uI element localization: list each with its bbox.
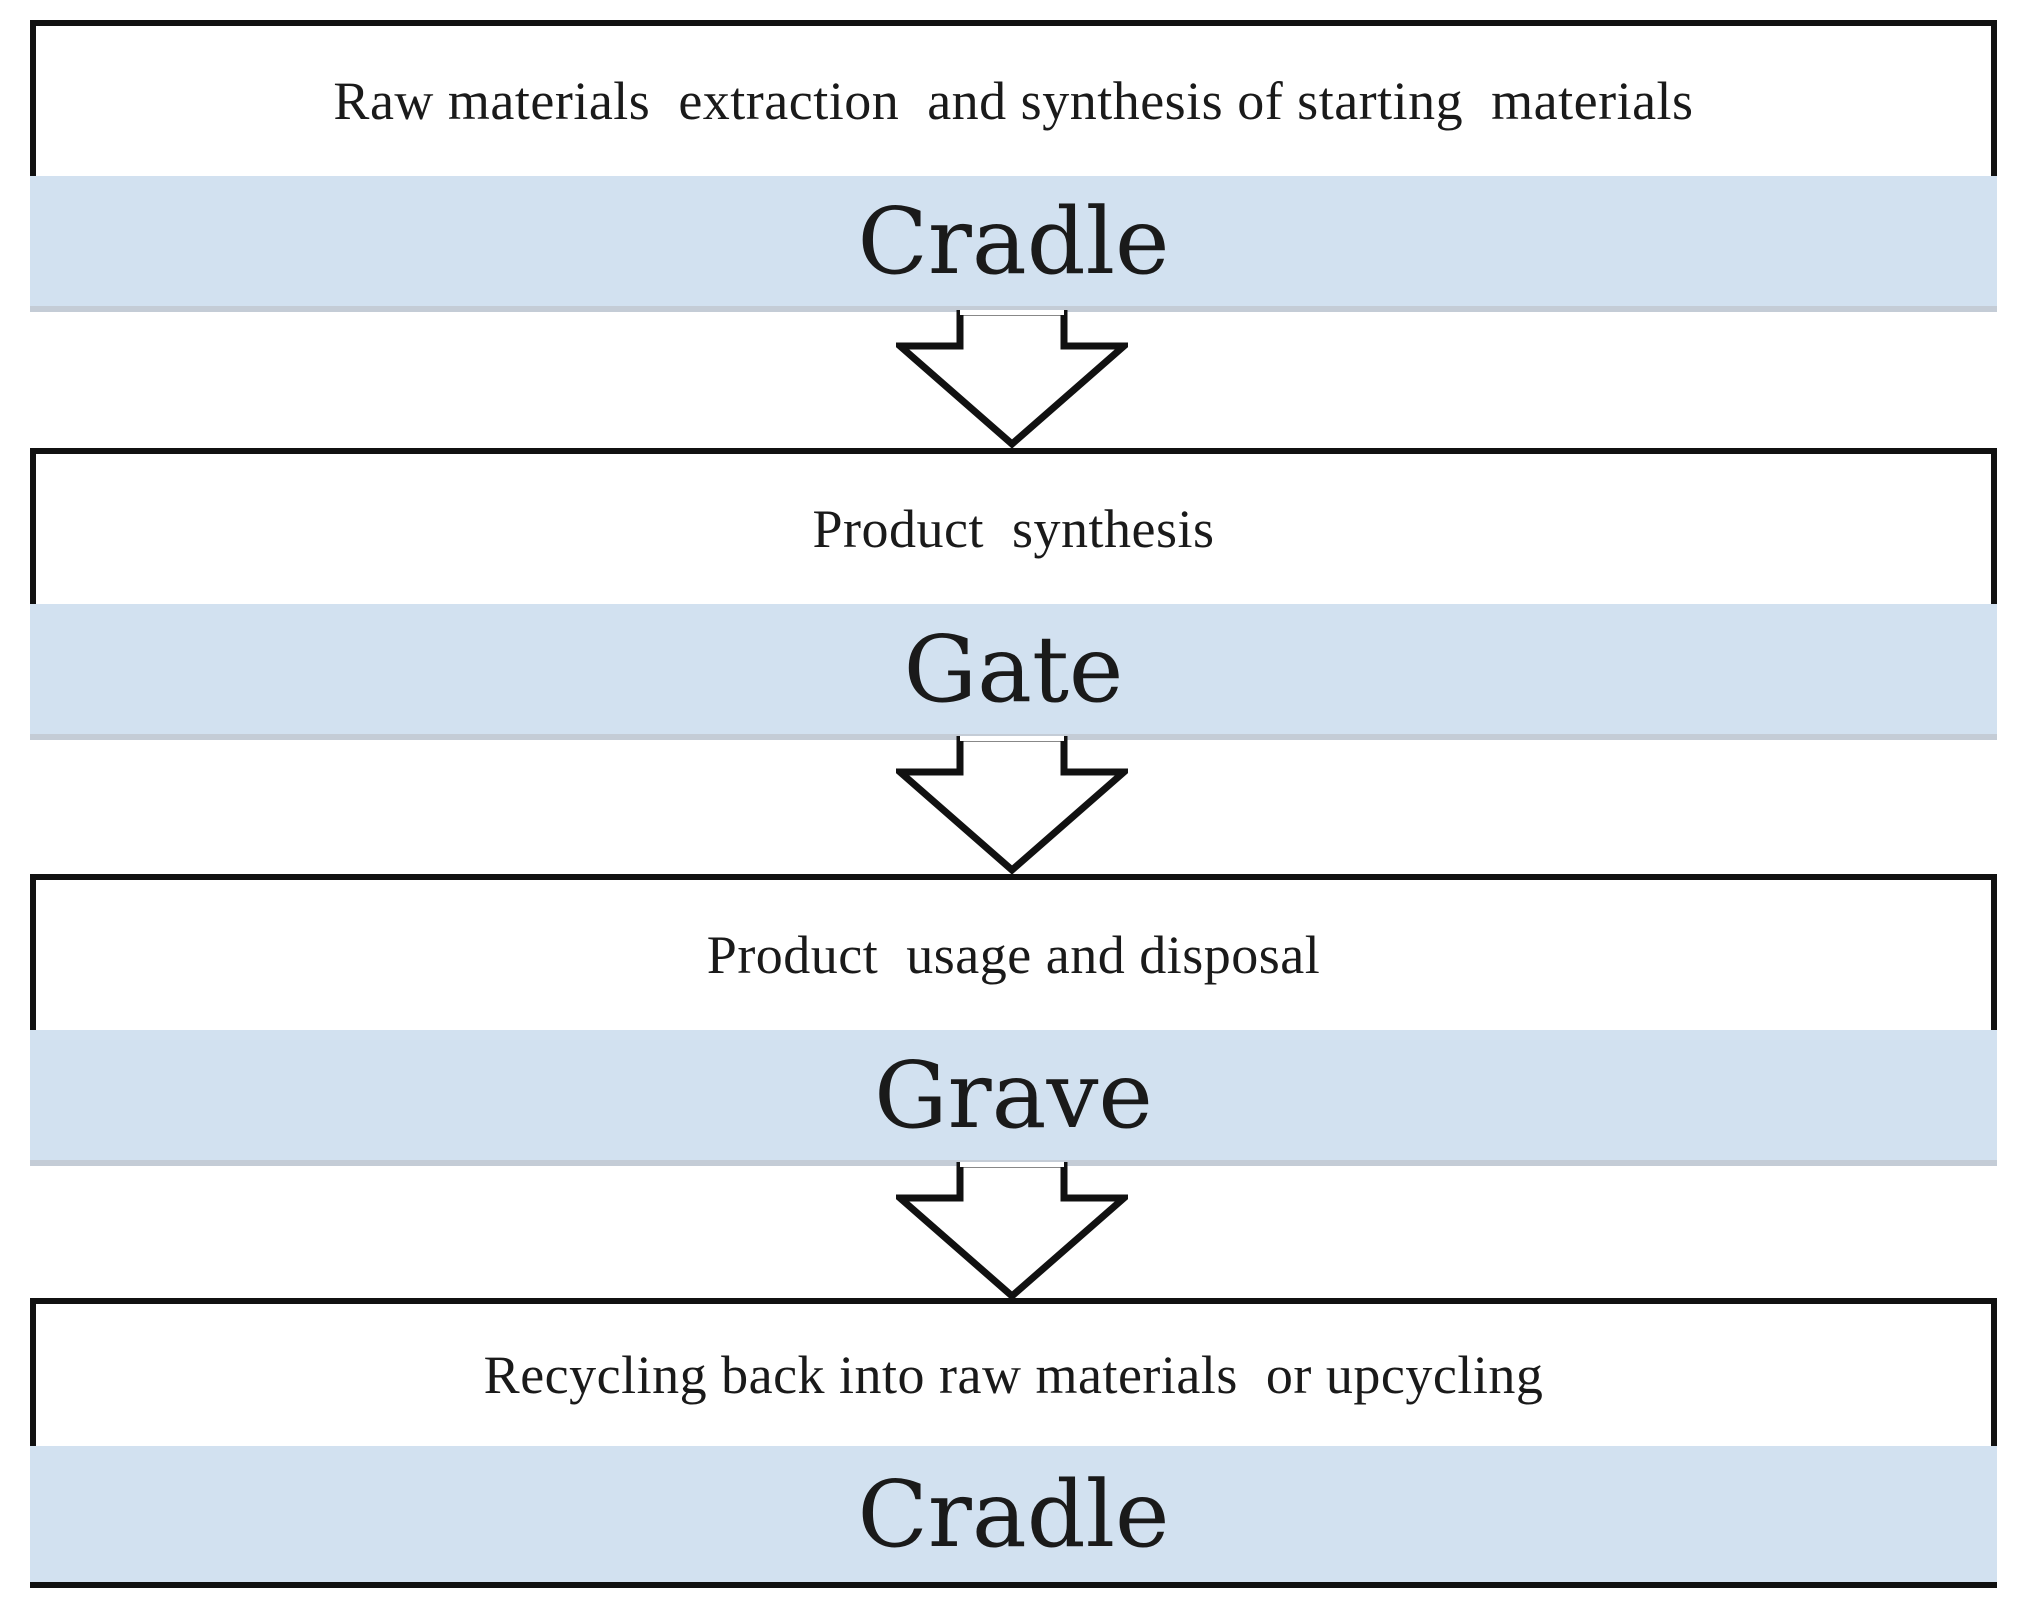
- stage-phase-label-1: Cradle: [30, 176, 1997, 312]
- stage-box-1: Raw materials extraction and synthesis o…: [30, 20, 1997, 312]
- down-arrow-icon: [896, 1162, 1128, 1300]
- stage-description-2: Product synthesis: [812, 499, 1215, 559]
- stage-description-4: Recycling back into raw materials or upc…: [483, 1345, 1544, 1405]
- down-arrow-icon: [896, 736, 1128, 874]
- stage-description-3: Product usage and disposal: [706, 925, 1321, 985]
- stage-phase-label-2: Gate: [30, 604, 1997, 740]
- stage-description-1: Raw materials extraction and synthesis o…: [333, 71, 1694, 131]
- stage-phase-label-4: Cradle: [30, 1446, 1997, 1582]
- stage-box-3: Product usage and disposal Grave: [30, 874, 1997, 1166]
- stage-box-2: Product synthesis Gate: [30, 448, 1997, 740]
- stage-phase-label-3: Grave: [30, 1030, 1997, 1166]
- down-arrow-icon: [896, 310, 1128, 448]
- stage-box-4: Recycling back into raw materials or upc…: [30, 1298, 1997, 1588]
